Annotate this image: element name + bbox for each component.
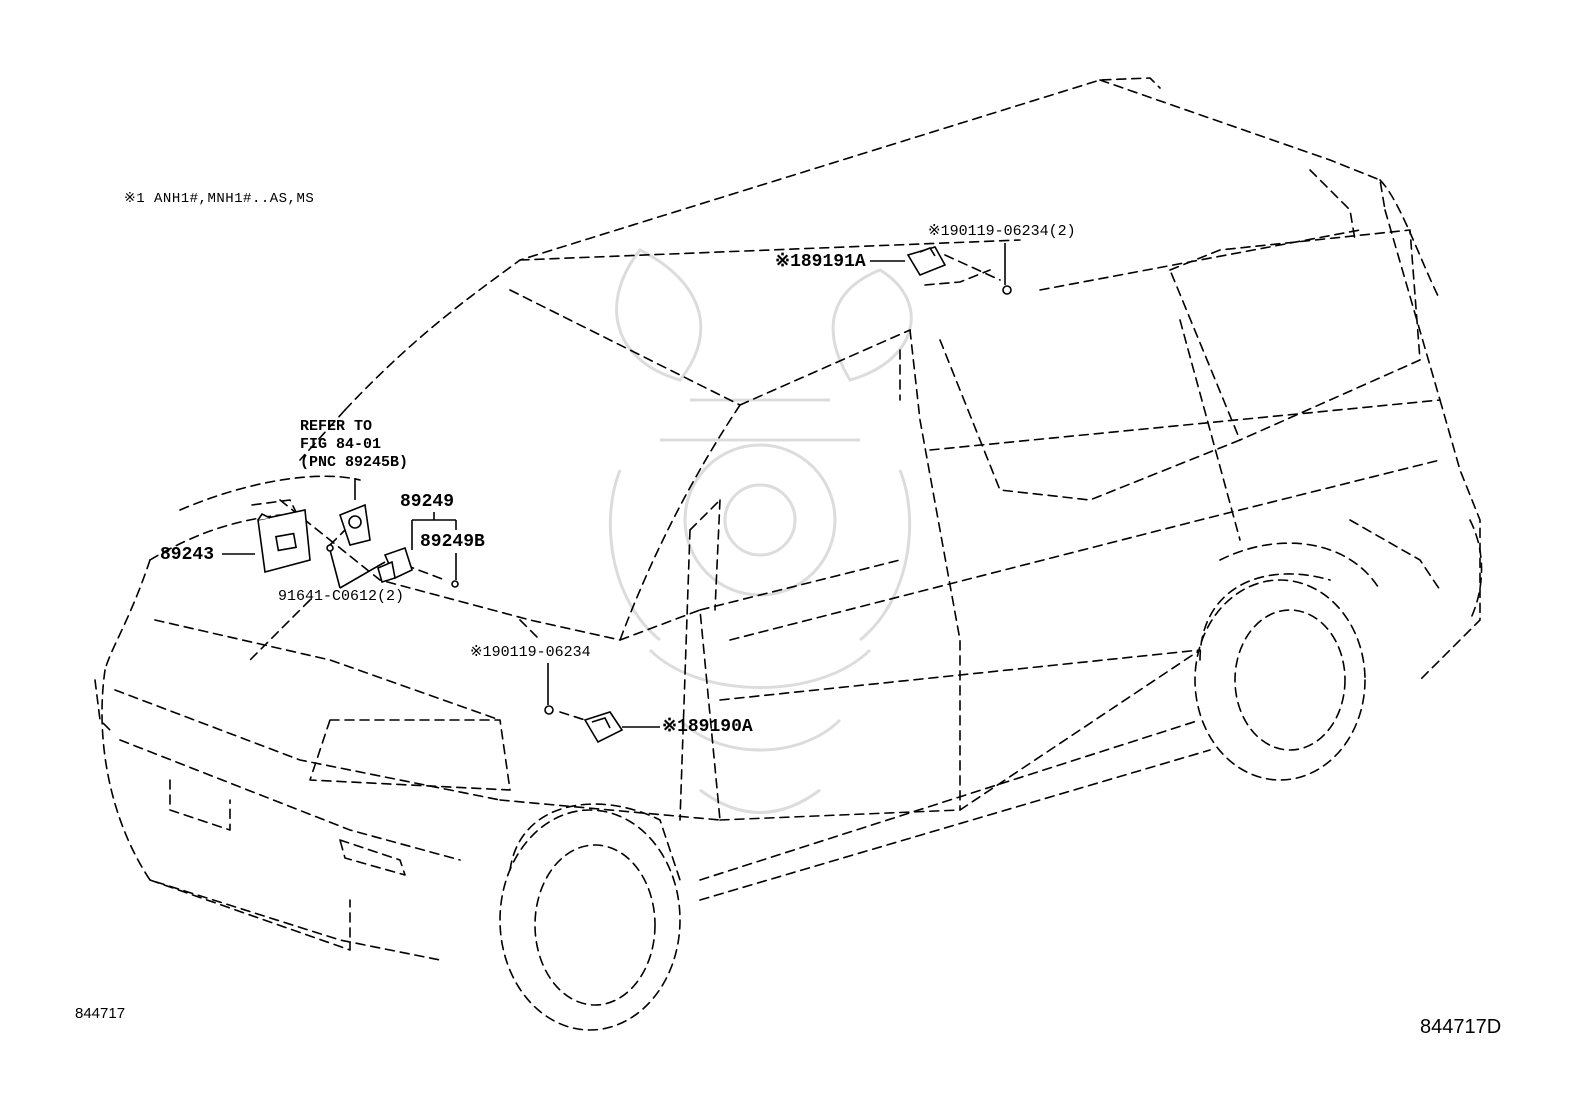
part-label-89249b[interactable]: 89249B bbox=[420, 532, 485, 552]
part-label-89243[interactable]: 89243 bbox=[160, 545, 215, 565]
refer-line-1: REFER TO bbox=[300, 418, 373, 435]
model-applicability-note: ※1 ANH1#,MNH1#..AS,MS bbox=[124, 191, 315, 207]
part-label-90119-front[interactable]: ※190119-06234 bbox=[470, 644, 591, 661]
refer-line-3: (PNC 89245B) bbox=[300, 454, 409, 471]
part-label-90119-rear[interactable]: ※190119-06234(2) bbox=[928, 223, 1076, 240]
part-label-89249[interactable]: 89249 bbox=[400, 492, 455, 512]
part-label-89191a[interactable]: ※189191A bbox=[775, 252, 866, 272]
illustration-code-left: 844717 bbox=[75, 1005, 126, 1022]
refer-line-2: FIG 84-01 bbox=[300, 436, 382, 453]
part-label-91641[interactable]: 91641-C0612(2) bbox=[278, 588, 405, 605]
part-label-89190a[interactable]: ※189190A bbox=[662, 717, 753, 737]
refer-to-note: REFER TO FIG 84-01 (PNC 89245B) bbox=[300, 418, 408, 472]
illustration-code-right: 844717D bbox=[1420, 1016, 1502, 1038]
